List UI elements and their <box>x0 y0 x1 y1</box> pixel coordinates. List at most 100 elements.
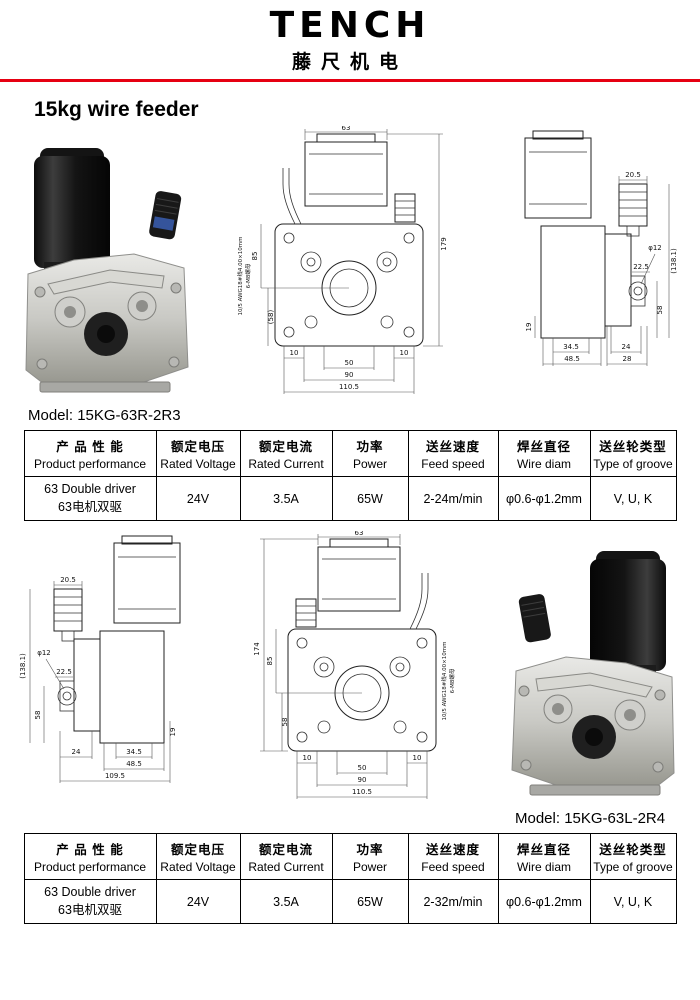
motor-photo <box>590 551 666 679</box>
photo-column-2: Model: 15KG-63L-2R4 <box>501 545 686 827</box>
product-photo-left-feeder <box>511 551 675 796</box>
cell-current: 3.5A <box>239 476 333 521</box>
dim-label: (138.1) <box>19 653 27 679</box>
dim-label: 10 <box>400 349 409 357</box>
cell-wire-diam: φ0.6-φ1.2mm <box>497 879 591 924</box>
figure-row-2: 20.5 φ12 22.5 (138.1) 58 19 24 34.5 <box>0 531 700 827</box>
side-outline <box>524 130 648 339</box>
header: TENCH 藤尺机电 <box>0 0 700 82</box>
cell-power: 65W <box>331 879 409 924</box>
header-divider <box>0 79 700 82</box>
cell-current: 3.5A <box>239 879 333 924</box>
dim-label: 34.5 <box>563 343 579 351</box>
feeder-body-photo <box>25 253 189 393</box>
dim-label: 19 <box>169 728 177 737</box>
dim-label: φ12 <box>648 244 662 252</box>
tension-knob-photo <box>149 191 182 240</box>
mounting-base <box>529 784 661 796</box>
side-view-drawing-1: 20.5 φ12 22.5 (138.1) 58 19 34.5 24 <box>524 130 678 366</box>
front-dimensions: 63 179 85 (58) 10/5 AWG18#线4.00×10mm 6-M… <box>236 126 448 394</box>
dim-label: 63 <box>354 531 363 537</box>
cell-feed-speed: 2-32m/min <box>407 879 499 924</box>
product-photo-right-feeder <box>25 148 189 393</box>
dim-label: 22.5 <box>56 668 72 676</box>
dim-label: 179 <box>440 237 448 250</box>
dim-label: 174 <box>253 642 261 656</box>
cell-voltage: 24V <box>155 879 241 924</box>
dim-label: 109.5 <box>105 772 125 780</box>
dim-label: 58 <box>656 306 664 315</box>
knob-blue-label <box>152 216 175 231</box>
dim-label: (58) <box>267 310 275 325</box>
tension-knob-photo <box>518 594 551 643</box>
motor-photo <box>34 148 110 276</box>
dim-label: 90 <box>357 776 366 784</box>
dim-label: 10 <box>290 349 299 357</box>
brand-logo-chinese: 藤尺机电 <box>291 52 408 73</box>
front-outline <box>287 538 436 752</box>
side-outline <box>53 535 181 744</box>
dim-label: 58 <box>34 711 42 720</box>
dim-label: 24 <box>622 343 631 351</box>
cell-voltage: 24V <box>155 476 241 521</box>
photo-column-1: Model: 15KG-63R-2R3 <box>14 142 199 424</box>
annotation-label: 6-M8螺母 <box>448 668 456 693</box>
figure-row-1: Model: 15KG-63R-2R3 <box>0 126 700 424</box>
dim-label: (138.1) <box>670 248 678 274</box>
dim-label: 48.5 <box>126 760 142 768</box>
model-label-2: Model: 15KG-63L-2R4 <box>515 810 666 827</box>
dim-label: φ12 <box>37 649 51 657</box>
pressure-arm <box>47 269 165 295</box>
brand-logo-text: TENCH <box>269 5 431 46</box>
annotation-label: 6-M8螺母 <box>244 263 252 288</box>
feeder-body-photo <box>511 656 675 796</box>
front-view-drawing-1: 63 179 85 (58) 10/5 AWG18#线4.00×10mm 6-M… <box>236 126 448 394</box>
dim-label: 50 <box>345 359 354 367</box>
front-view-drawing-2: 63 174 85 58 10/5 AWG18#线4.00×10mm 6-M8螺… <box>253 531 456 799</box>
dim-label: 90 <box>345 371 354 379</box>
dim-label: 20.5 <box>60 576 76 584</box>
dim-label: 50 <box>357 764 366 772</box>
front-dimensions: 63 174 85 58 10/5 AWG18#线4.00×10mm 6-M8螺… <box>253 531 456 799</box>
front-outline <box>274 133 424 347</box>
cell-groove: V, U, K <box>589 476 677 521</box>
dim-label: 58 <box>281 718 289 727</box>
model-label-1: Model: 15KG-63R-2R3 <box>28 407 181 424</box>
dim-label: 24 <box>72 748 81 756</box>
side-dimensions: 20.5 φ12 22.5 (138.1) 58 19 34.5 24 <box>525 171 678 366</box>
cell-groove: V, U, K <box>589 879 677 924</box>
dim-label: 34.5 <box>126 748 142 756</box>
dim-label: 85 <box>251 252 259 261</box>
pressure-arm <box>535 672 653 698</box>
dim-label: 85 <box>266 657 274 666</box>
dim-label: 28 <box>623 355 632 363</box>
annotation-label: 10/5 AWG18#线4.00×10mm <box>440 642 448 721</box>
cell-feed-speed: 2-24m/min <box>407 476 499 521</box>
dim-label: 10 <box>412 754 421 762</box>
dim-label: 48.5 <box>564 355 580 363</box>
dim-label: 63 <box>342 126 351 132</box>
cell-wire-diam: φ0.6-φ1.2mm <box>497 476 591 521</box>
dim-label: 10 <box>302 754 311 762</box>
dim-label: 110.5 <box>339 383 359 391</box>
